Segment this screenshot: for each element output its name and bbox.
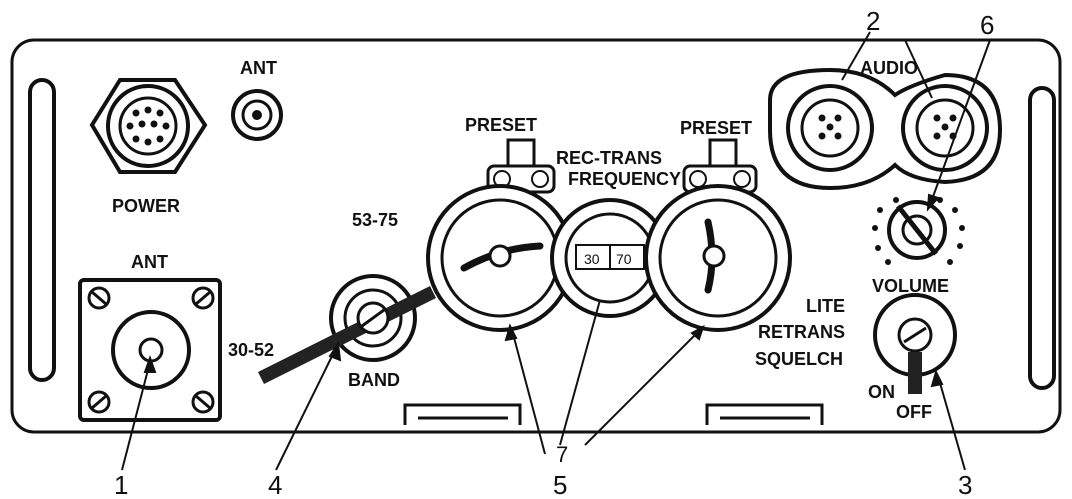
squelch-label: SQUELCH: [755, 349, 843, 369]
lite-label: LITE: [806, 296, 845, 316]
callout-3: 3: [958, 470, 972, 499]
callout-2: 2: [866, 6, 880, 36]
bottom-feet: [403, 403, 824, 425]
freq-readout-a: 30: [584, 251, 600, 267]
band-low-label: 30-52: [228, 340, 274, 360]
callout-4: 4: [268, 470, 282, 499]
power-connector: [89, 78, 208, 174]
function-switch: [873, 293, 957, 394]
callout-6: 6: [980, 10, 994, 40]
callout-1: 1: [114, 470, 128, 499]
ant-top-label: ANT: [240, 58, 277, 78]
band-high-label: 53-75: [352, 210, 398, 230]
audio-label: AUDIO: [860, 58, 918, 78]
right-handle: [1028, 86, 1056, 390]
preset-left-label: PRESET: [465, 115, 537, 135]
rec-trans-label: REC-TRANS: [556, 148, 662, 168]
band-label: BAND: [348, 370, 400, 390]
preset-right-knob: [644, 138, 792, 332]
ant-square-connector: [78, 278, 222, 422]
retrans-label: RETRANS: [758, 322, 845, 342]
audio-connectors: [768, 67, 1003, 191]
preset-right-label: PRESET: [680, 118, 752, 138]
preset-left-knob: [426, 138, 574, 332]
callout-leaders: [121, 31, 991, 471]
off-label: OFF: [896, 402, 932, 422]
volume-knob: [872, 197, 965, 265]
band-switch: [258, 274, 436, 384]
frequency-window: 30 70: [550, 198, 670, 318]
panel-body: [10, 38, 1062, 434]
power-label: POWER: [112, 196, 180, 216]
callout-5: 5: [553, 470, 567, 499]
freq-readout-b: 70: [616, 251, 632, 267]
frequency-label: FREQUENCY: [568, 169, 681, 189]
ant-left-label: ANT: [131, 252, 168, 272]
on-label: ON: [868, 382, 895, 402]
callout-7: 7: [556, 442, 568, 467]
left-handle: [28, 78, 56, 382]
ant-top-connector: [231, 89, 283, 141]
volume-label: VOLUME: [872, 276, 949, 296]
